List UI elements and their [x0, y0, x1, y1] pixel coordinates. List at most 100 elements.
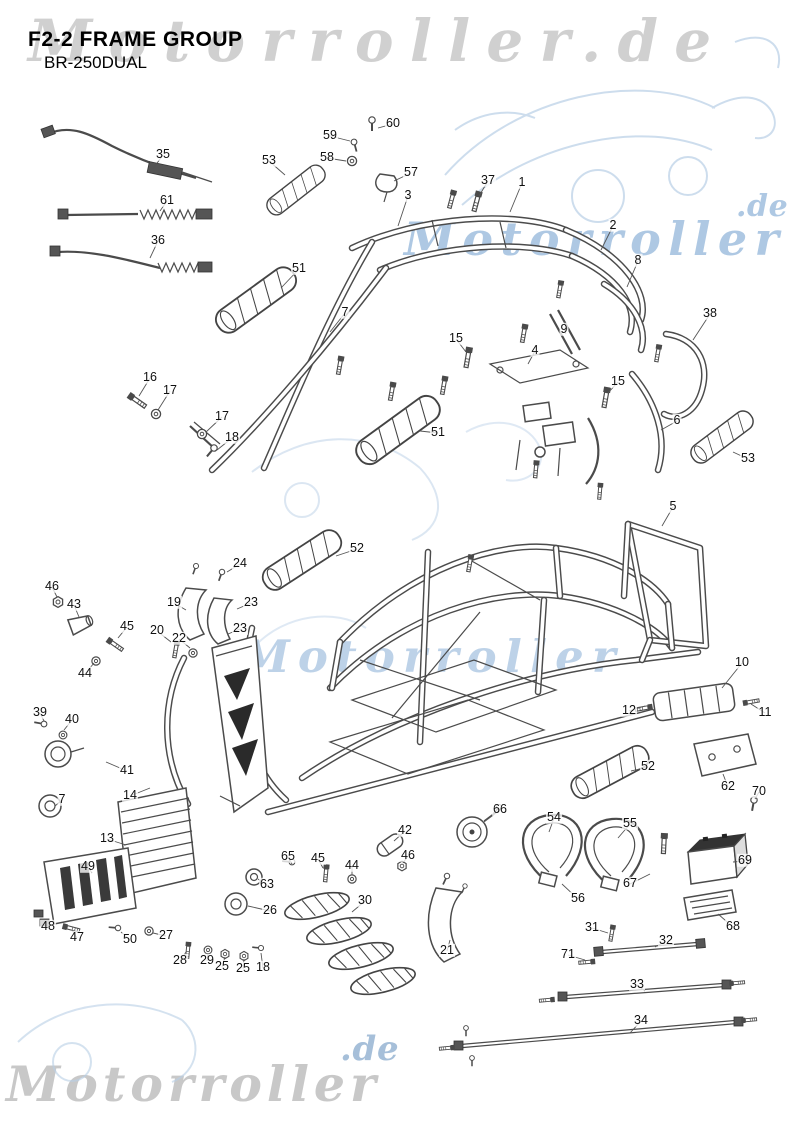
leader-line-12	[628, 705, 646, 712]
leader-line-65	[287, 856, 293, 865]
front-fascia	[211, 635, 269, 814]
horn-66	[456, 802, 504, 848]
front-grille	[43, 847, 137, 925]
left-fasteners	[32, 595, 125, 740]
leader-line-32	[654, 940, 667, 948]
leader-line-2	[600, 225, 614, 251]
leader-line-45	[117, 626, 128, 639]
leader-line-35	[151, 154, 164, 171]
leader-line-1	[509, 182, 523, 213]
header: F2-2 FRAME GROUP BR-250DUAL	[28, 28, 243, 73]
watermark-bottom-de: .de	[340, 1029, 400, 1069]
leader-line-11	[750, 703, 766, 714]
middle-fasteners	[280, 833, 407, 884]
watermark-sketch-bottom-left	[17, 1003, 197, 1083]
watermark-right-de: .de	[736, 189, 789, 224]
leader-line-13	[106, 838, 127, 846]
leader-line-69	[732, 860, 746, 863]
leader-line-47	[71, 929, 78, 939]
leader-line-8	[626, 260, 639, 288]
leader-line-37	[478, 180, 489, 197]
leader-line-25	[221, 956, 226, 968]
leader-line-58	[326, 157, 347, 162]
leader-line-36	[149, 240, 159, 259]
leader-line-43	[73, 604, 80, 618]
leader-line-71	[567, 954, 586, 961]
leader-line-9	[563, 329, 567, 335]
main-frame-group	[164, 520, 710, 816]
leader-line-15	[607, 381, 619, 394]
leader-line-21	[446, 939, 451, 952]
leader-line-17	[205, 416, 223, 433]
leader-line-56	[561, 883, 579, 900]
leader-line-27	[152, 932, 167, 937]
leader-line-62	[722, 773, 729, 788]
leader-line-53	[268, 160, 286, 176]
leader-line-38	[692, 313, 711, 341]
leader-line-54	[548, 817, 555, 833]
leader-line-52	[335, 548, 358, 557]
cone-43	[66, 615, 94, 637]
leader-line-60	[377, 123, 394, 129]
leader-line-23	[227, 628, 241, 635]
leader-line-3	[397, 195, 409, 227]
leader-line-44	[84, 662, 95, 675]
leader-line-28	[179, 951, 187, 962]
leader-line-66	[483, 809, 501, 823]
leader-line-40	[63, 719, 73, 731]
mount-plate-62	[693, 733, 759, 813]
leader-line-19	[173, 602, 187, 611]
leader-line-45	[317, 858, 324, 869]
page-subtitle: BR-250DUAL	[44, 53, 147, 72]
leader-line-51	[419, 430, 439, 434]
seat-belt-54	[521, 813, 583, 888]
leader-line-41	[105, 761, 128, 772]
leader-line-49	[87, 866, 93, 874]
leader-line-30	[351, 900, 366, 913]
leader-line-17	[157, 390, 171, 411]
watermark-sketch-mid-left	[251, 438, 440, 541]
leader-line-20	[156, 630, 172, 643]
cable-61	[57, 208, 213, 221]
leader-line-7	[54, 799, 63, 807]
rear-rack	[634, 682, 761, 722]
leader-line-53	[732, 451, 749, 460]
page-title: F2-2 FRAME GROUP	[28, 28, 243, 51]
leader-line-55	[617, 823, 631, 839]
plate-68	[683, 889, 737, 921]
leader-line-22	[178, 638, 191, 649]
leader-line-5	[661, 506, 674, 527]
leader-line-52	[630, 766, 649, 772]
leader-line-48	[43, 919, 49, 928]
leader-line-23	[236, 602, 252, 610]
leader-line-25	[242, 958, 245, 970]
seat-belt-55	[583, 817, 645, 892]
leader-line-31	[591, 927, 609, 934]
leader-line-61	[159, 200, 168, 212]
throttle-cable-35	[40, 124, 213, 183]
leader-line-46	[402, 855, 409, 864]
leader-line-6	[660, 420, 678, 431]
leader-line-50	[120, 931, 131, 941]
leader-line-29	[206, 952, 209, 962]
leader-line-59	[329, 135, 351, 142]
leader-line-34	[629, 1020, 642, 1034]
leader-line-68	[717, 913, 734, 928]
leader-line-24	[226, 563, 241, 573]
leader-line-15	[455, 338, 467, 353]
leader-line-18	[260, 952, 264, 969]
leader-line-46	[51, 586, 58, 598]
leader-line-42	[393, 830, 406, 842]
leader-line-39	[39, 712, 45, 722]
watermark-sketch-top-right	[444, 36, 781, 223]
fastener-cluster-bottom-left	[33, 868, 265, 962]
bullet-42	[376, 833, 404, 857]
leader-line-57	[393, 172, 412, 182]
leader-line-63	[257, 878, 268, 886]
leader-line-16	[138, 377, 151, 397]
leader-line-67	[629, 873, 651, 885]
bracket-cluster	[515, 401, 600, 485]
leader-line-70	[754, 791, 760, 800]
